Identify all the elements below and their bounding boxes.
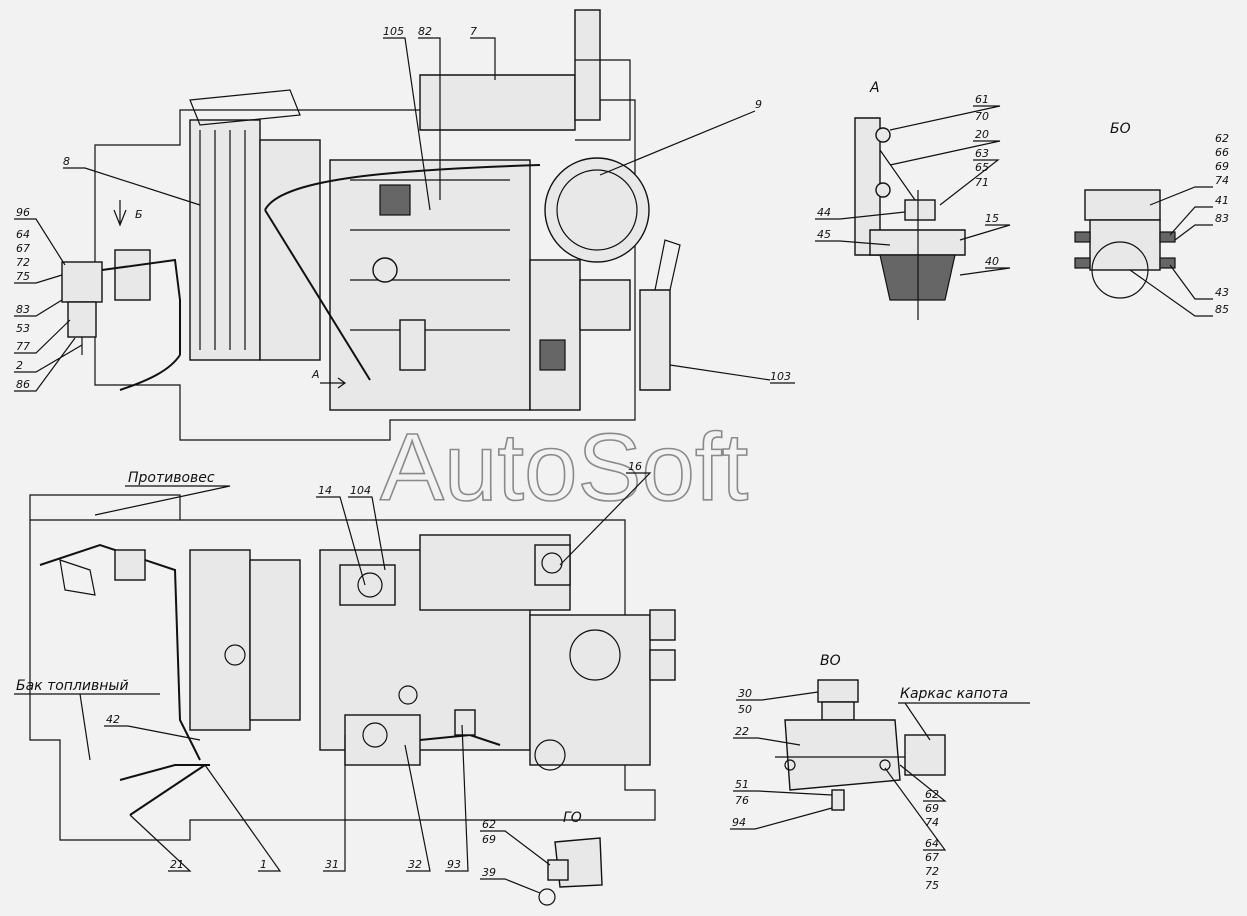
callout-vo-72: 72 xyxy=(925,865,939,878)
view-a-title: A xyxy=(869,80,880,96)
callout-go-62: 62 xyxy=(482,818,496,831)
callout-1: 1 xyxy=(260,858,267,871)
view-go-clamp: ГО 62 69 39 xyxy=(480,810,603,906)
callout-20: 20 xyxy=(975,128,989,141)
callout-67: 67 xyxy=(16,242,30,255)
arrow-a-label: A xyxy=(311,368,320,381)
starter xyxy=(639,289,671,391)
callout-vo-74: 74 xyxy=(925,816,939,829)
callout-vo-64: 64 xyxy=(925,837,939,850)
engine-block xyxy=(329,159,531,411)
callout-16: 16 xyxy=(628,460,642,473)
callout-63: 63 xyxy=(975,147,989,160)
callout-go-69: 69 xyxy=(482,833,496,846)
view-vo-tank: ВО Каркас капота 30 50 22 51 76 94 62 69… xyxy=(730,653,1030,892)
callout-7: 7 xyxy=(470,25,477,38)
callout-40: 40 xyxy=(985,255,999,268)
bottom-callouts: 14 104 16 42 21 1 31 32 93 xyxy=(104,460,652,872)
callout-53: 53 xyxy=(16,322,30,335)
fine-filter xyxy=(344,714,421,766)
callout-bo-43: 43 xyxy=(1215,286,1229,299)
top-engine-view xyxy=(61,9,681,441)
callout-vo-67: 67 xyxy=(925,851,939,864)
callout-bo-85: 85 xyxy=(1215,303,1229,316)
arrow-b-label: Б xyxy=(135,208,143,221)
callout-82: 82 xyxy=(418,25,432,38)
callout-51: 51 xyxy=(735,778,749,791)
callout-bo-74: 74 xyxy=(1215,174,1229,187)
expansion-tank xyxy=(784,719,901,791)
callout-104: 104 xyxy=(350,484,371,497)
callout-77: 77 xyxy=(16,340,30,353)
callout-go-39: 39 xyxy=(482,866,496,879)
callout-bo-62: 62 xyxy=(1215,132,1229,145)
bottom-captions: Противовес Бак топливный xyxy=(14,470,231,761)
air-filter xyxy=(544,157,650,263)
callout-61: 61 xyxy=(975,93,989,106)
callout-72: 72 xyxy=(16,256,30,269)
callout-bo-69: 69 xyxy=(1215,160,1229,173)
caption-fuel-tank: Бак топливный xyxy=(16,678,129,694)
fuel-filter-left xyxy=(61,261,103,303)
callout-93: 93 xyxy=(447,858,461,871)
callout-65: 65 xyxy=(975,161,989,174)
callout-31: 31 xyxy=(325,858,339,871)
callout-2: 2 xyxy=(16,359,23,372)
callout-vo-75: 75 xyxy=(925,879,939,892)
callout-75: 75 xyxy=(16,270,30,283)
watermark: AutoSoft xyxy=(380,414,748,521)
caption-hood-frame: Каркас капота xyxy=(900,686,1008,702)
callout-70: 70 xyxy=(975,110,989,123)
callout-44: 44 xyxy=(817,206,831,219)
bottom-engine-view xyxy=(29,494,676,841)
callout-vo-62: 62 xyxy=(925,788,939,801)
callout-42: 42 xyxy=(106,713,120,726)
callout-30: 30 xyxy=(738,687,752,700)
callout-14: 14 xyxy=(318,484,332,497)
callout-50: 50 xyxy=(738,703,752,716)
callout-22: 22 xyxy=(735,725,749,738)
callout-15: 15 xyxy=(985,212,999,225)
view-bo-title: БО xyxy=(1110,121,1131,137)
callout-94: 94 xyxy=(732,816,746,829)
callout-vo-69: 69 xyxy=(925,802,939,815)
intake-pipe xyxy=(419,74,576,131)
callout-32: 32 xyxy=(408,858,422,871)
view-go-title: ГО xyxy=(563,810,582,826)
callout-bo-41: 41 xyxy=(1215,194,1229,207)
callout-64: 64 xyxy=(16,228,30,241)
callout-8: 8 xyxy=(63,155,70,168)
callout-105: 105 xyxy=(383,25,404,38)
radiator xyxy=(189,119,261,361)
callout-21: 21 xyxy=(170,858,184,871)
callout-bo-83: 83 xyxy=(1215,212,1229,225)
callout-45: 45 xyxy=(817,228,831,241)
top-callouts: 105 82 7 9 8 103 Б A xyxy=(63,25,795,389)
callout-83: 83 xyxy=(16,303,30,316)
callout-9: 9 xyxy=(755,98,762,111)
callout-76: 76 xyxy=(735,794,749,807)
callout-96: 96 xyxy=(16,206,30,219)
callout-71: 71 xyxy=(975,176,989,189)
left-callout-stack: 96 64 67 72 75 83 53 77 2 86 xyxy=(14,206,83,392)
view-bo-filter: БО 62 66 69 74 41 83 43 85 xyxy=(1074,121,1229,317)
callout-86: 86 xyxy=(16,378,30,391)
caption-counterweight: Противовес xyxy=(128,470,215,486)
view-vo-title: ВО xyxy=(820,653,841,669)
callout-bo-66: 66 xyxy=(1215,146,1229,159)
callout-103: 103 xyxy=(770,370,791,383)
view-a-mount: A 61 70 20 63 65 71 44 15 45 40 xyxy=(815,80,1011,320)
